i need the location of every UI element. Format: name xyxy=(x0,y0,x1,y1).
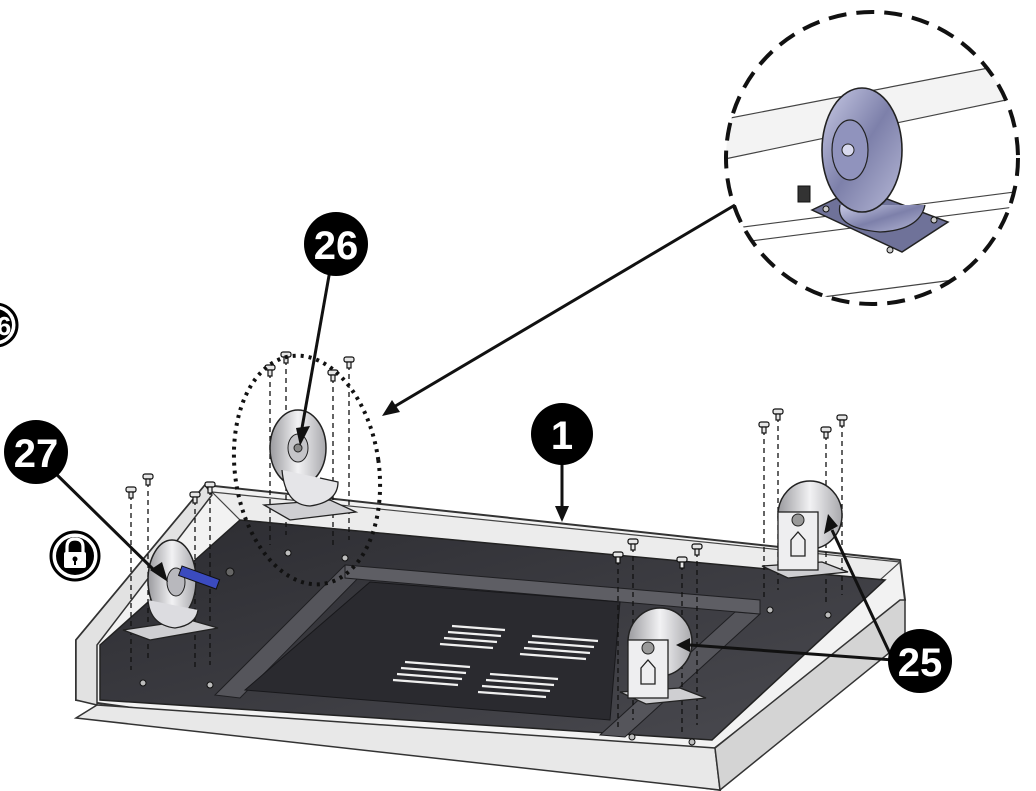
leader-26 xyxy=(300,269,332,429)
screw xyxy=(691,543,703,556)
screws xyxy=(125,351,848,569)
screw xyxy=(612,551,624,564)
leader-27 xyxy=(48,466,158,574)
fixed-caster-front xyxy=(619,607,707,705)
callout-27: 27 xyxy=(4,420,68,484)
screw xyxy=(758,421,770,434)
screw xyxy=(676,556,688,569)
screw xyxy=(189,491,201,504)
screw xyxy=(836,414,848,427)
swivel-caster xyxy=(261,409,359,521)
screw xyxy=(204,481,216,494)
callout-26: 26 xyxy=(304,212,368,276)
locking-caster xyxy=(122,539,235,641)
callout-1-label: 1 xyxy=(551,414,573,458)
padlock-icon xyxy=(49,530,101,582)
screw xyxy=(125,486,137,499)
callout-1: 1 xyxy=(531,403,593,465)
arrowhead-1 xyxy=(555,506,569,522)
base-frame xyxy=(73,483,907,791)
callout-6-partial: 6 xyxy=(0,302,19,348)
callout-27-label: 27 xyxy=(14,432,59,476)
screw xyxy=(772,408,784,421)
callout-25: 25 xyxy=(888,629,952,693)
screw xyxy=(142,473,154,486)
callout-26-label: 26 xyxy=(314,224,359,268)
screw xyxy=(327,369,339,382)
mounting-holes xyxy=(139,549,832,746)
screw xyxy=(264,364,276,377)
screw xyxy=(820,426,832,439)
leader-detail xyxy=(391,203,736,410)
arrowhead-detail xyxy=(382,400,400,416)
arrowhead-25-front xyxy=(676,638,690,652)
screw xyxy=(627,538,639,551)
screw xyxy=(280,351,292,364)
leader-lines xyxy=(48,203,895,662)
leader-25-back xyxy=(830,529,895,661)
detail-circle-border xyxy=(724,10,1020,306)
highlight-ellipse xyxy=(231,353,383,587)
frame-rail-back xyxy=(344,564,761,615)
detail-view xyxy=(724,10,1020,306)
frame-right-wall xyxy=(714,599,906,791)
leader-25-front xyxy=(689,643,894,662)
callout-25-label: 25 xyxy=(898,641,943,685)
arrowhead-25-back xyxy=(824,514,838,534)
screw xyxy=(343,356,355,369)
vent-slots xyxy=(392,624,599,699)
arrowhead-27 xyxy=(150,562,168,582)
arrowhead-26 xyxy=(296,426,310,446)
callout-6-label: 6 xyxy=(0,311,11,341)
frame-center-panel xyxy=(243,581,621,721)
